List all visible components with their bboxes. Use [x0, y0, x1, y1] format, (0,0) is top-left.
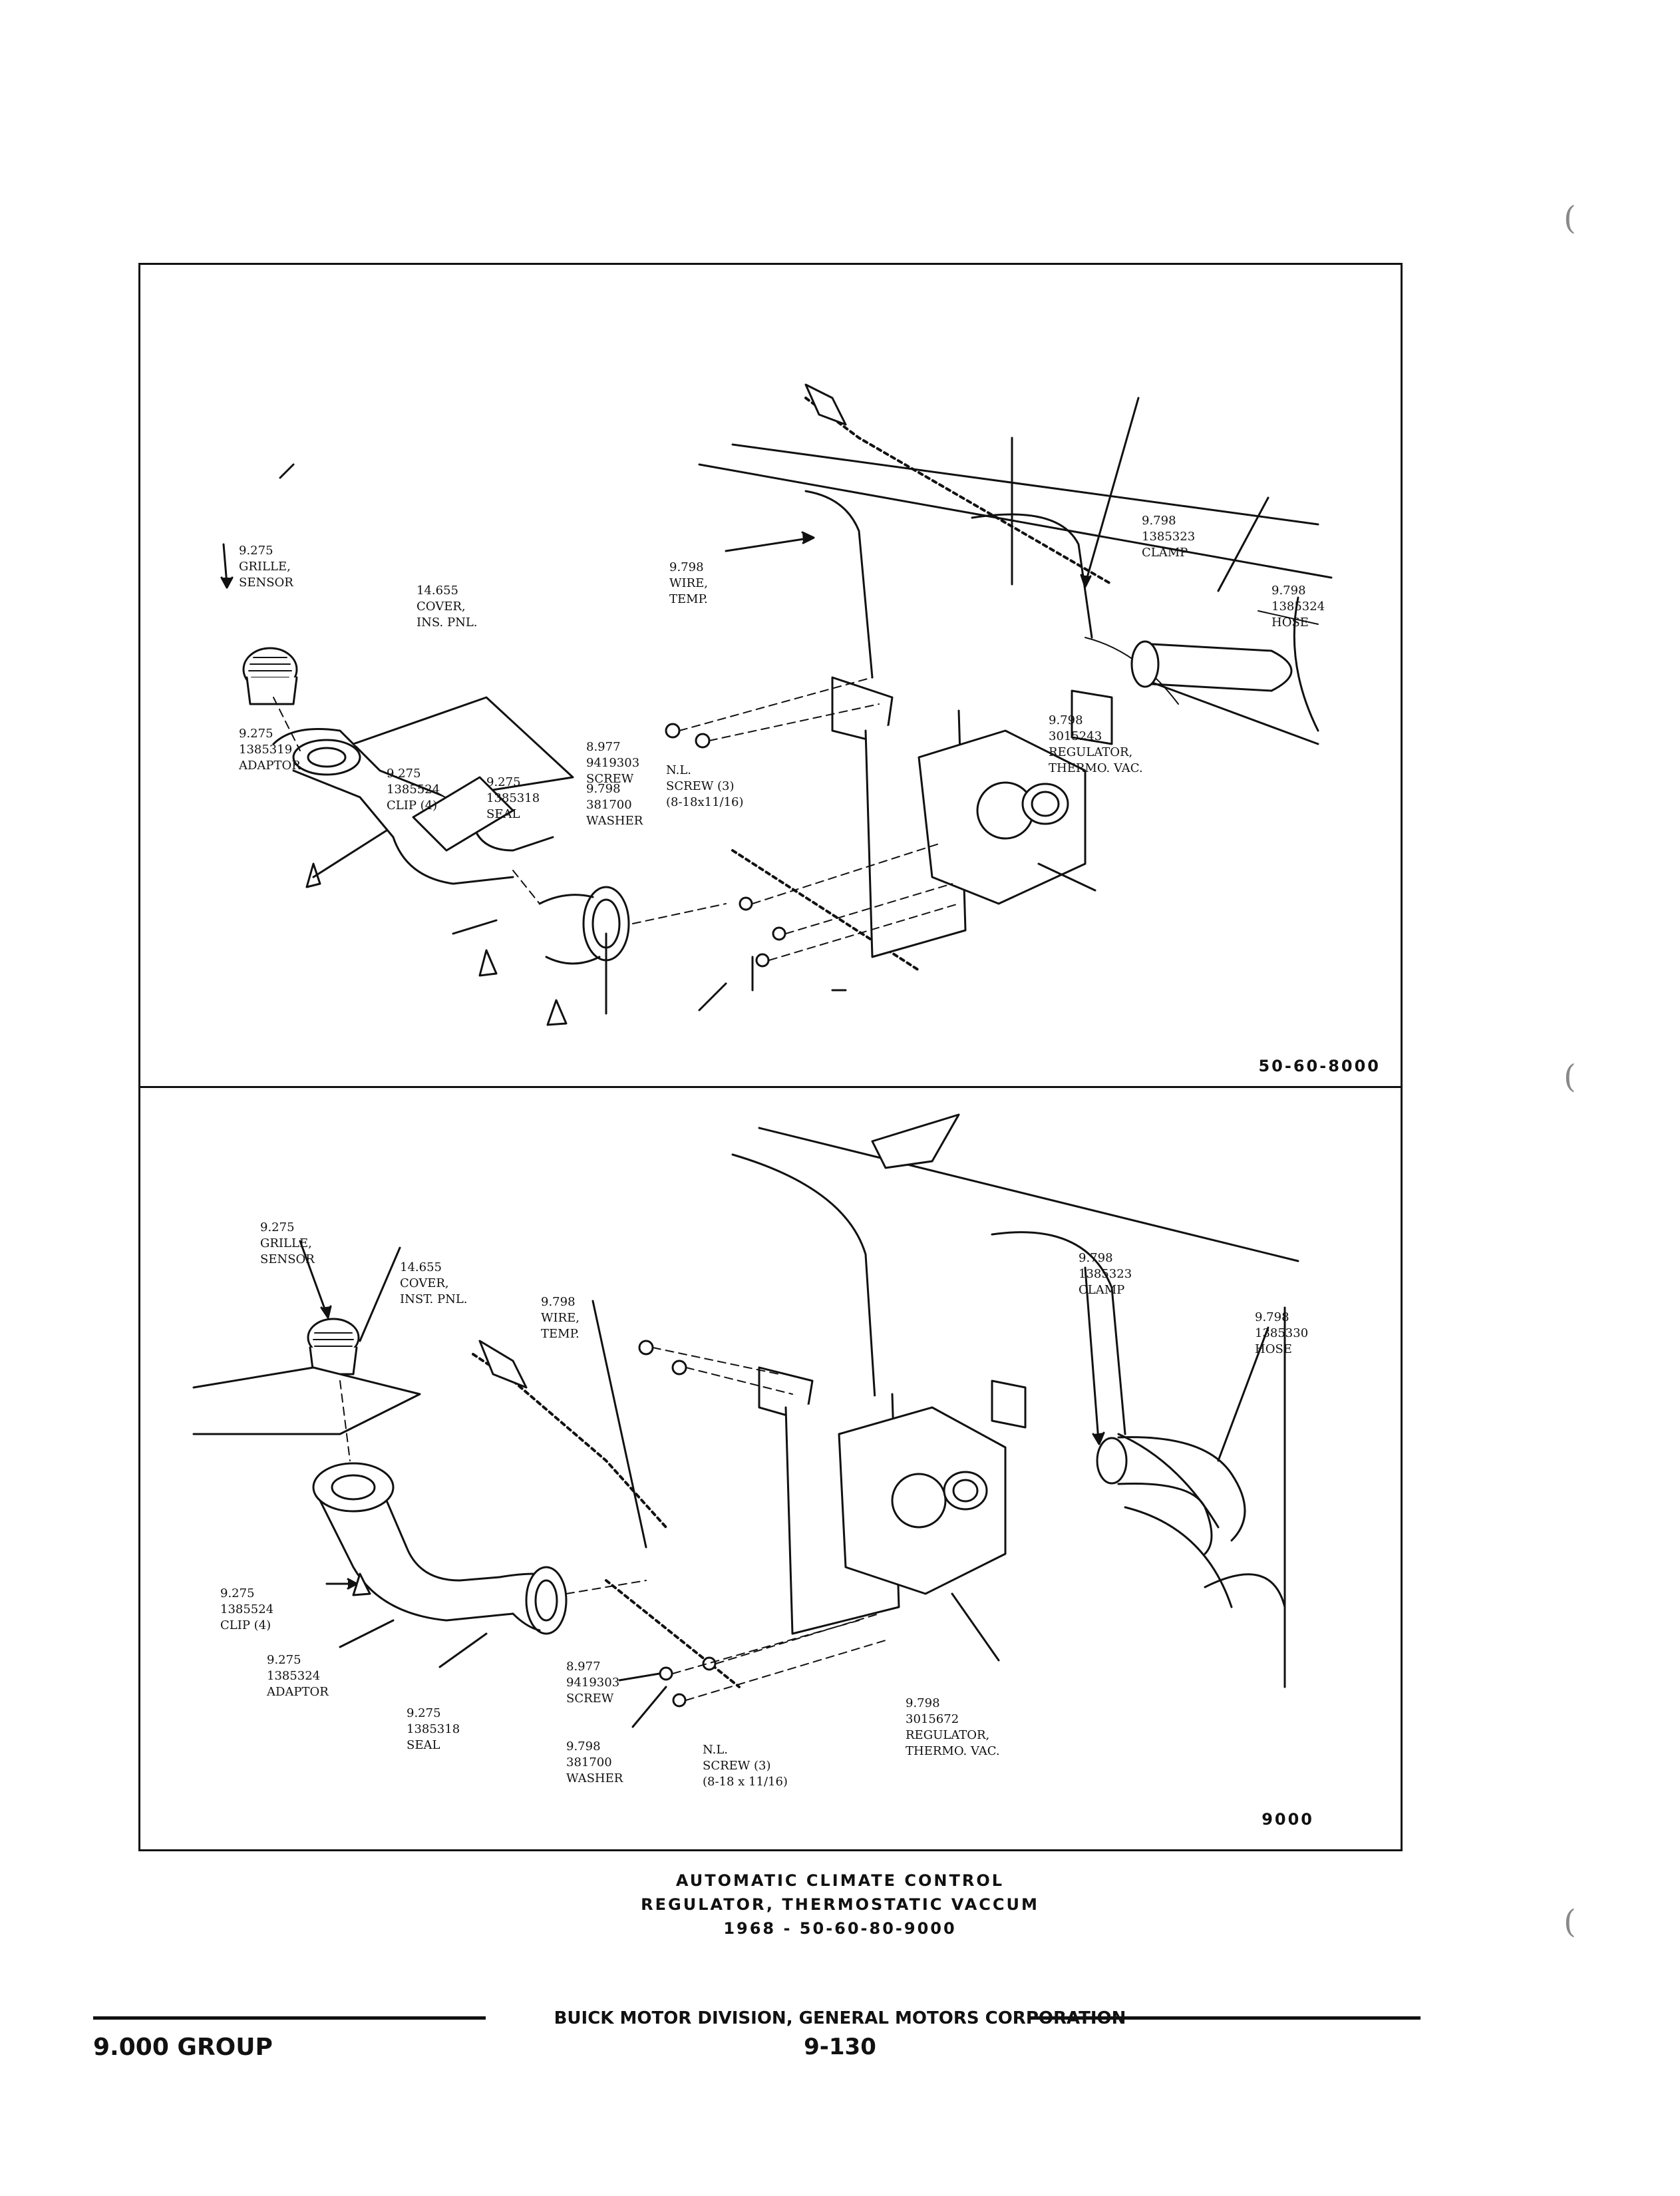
footer-group: 9.000 GROUP [93, 2034, 273, 2061]
scan-margin-mark: ( [1564, 200, 1576, 237]
figure-caption-line-2: REGULATOR, THERMOSTATIC VACCUM [641, 1895, 1039, 1914]
hose-and-clamp-part-bottom [1096, 1436, 1246, 1555]
hose-and-clamp-part [1130, 640, 1293, 692]
grille-sensor-part-bottom [307, 1318, 360, 1375]
grille-sensor-part [242, 647, 298, 705]
label-nl-screw-bottom: N.L.SCREW (3)(8-18 x 11/16) [703, 1743, 788, 1789]
thermo-vac-regulator-part-bottom [838, 1379, 1027, 1595]
scan-margin-mark: ( [1564, 1058, 1576, 1095]
footer-rule-left [93, 2016, 486, 2020]
panel-code-top: 50-60-8000 [1258, 1057, 1381, 1075]
scan-margin-mark: ( [1564, 1903, 1576, 1940]
figure-caption-line-1: AUTOMATIC CLIMATE CONTROL [675, 1871, 1005, 1890]
panel-code-bottom: 9000 [1261, 1810, 1314, 1829]
footer-rule-right [1028, 2016, 1421, 2020]
exploded-view-drawing-bottom [192, 1113, 1299, 1728]
figure-caption-line-3: 1968 - 50-60-80-9000 [723, 1919, 957, 1938]
label-nl-screw: N.L.SCREW (3)(8-18x11/16) [666, 763, 744, 809]
footer-division: BUICK MOTOR DIVISION, GENERAL MOTORS COR… [554, 2008, 1126, 2028]
footer-page-number: 9-130 [804, 2034, 876, 2060]
exploded-view-drawing-top [220, 383, 1333, 1026]
thermo-vac-regulator-part [918, 689, 1113, 905]
